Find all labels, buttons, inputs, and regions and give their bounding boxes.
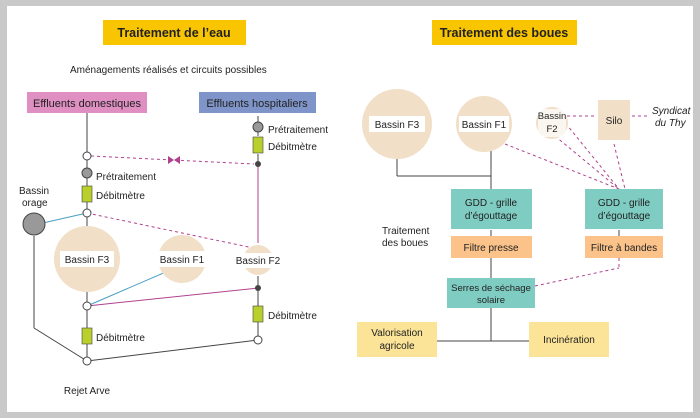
f2-return-line (86, 287, 259, 307)
sludge-treatment-section: Traitement des boues Bassin F3 Bassin F1… (357, 20, 692, 357)
bassin-f2-tag (233, 253, 283, 268)
boue-bassin-f1-label: Bassin F1 (462, 120, 507, 131)
filtre-presse-box (451, 236, 532, 258)
orage-to-rejet (33, 327, 88, 362)
f2-to-rejet (86, 339, 259, 362)
serres-label-2: solaire (477, 295, 505, 306)
debitmetre-dom-icon (81, 185, 93, 203)
distribution-node (82, 208, 92, 218)
filtre-bandes-box (585, 236, 663, 258)
filtre-bandes-label: Filtre à bandes (591, 243, 657, 254)
effluents-hospitaliers-box (199, 92, 316, 113)
bassin-orage-label-2: orage (22, 198, 48, 209)
bassin-orage-icon (22, 212, 46, 236)
boue-bassin-f2-label-2: F2 (546, 124, 557, 135)
junction-dot (255, 161, 261, 167)
junction-node (82, 151, 92, 161)
bassin-f1-tag (157, 251, 207, 267)
debitmetre-bottom-label: Débitmètre (96, 333, 145, 344)
debitmetre-hosp-label: Débitmètre (268, 142, 317, 153)
debitmetre-bottom-icon (81, 327, 93, 345)
incineration-box (529, 322, 609, 357)
silo-box (598, 100, 630, 140)
bassin-f3-tag (60, 251, 114, 267)
debitmetre-right-icon (252, 305, 264, 323)
silo-to-gdd-right (613, 143, 626, 190)
bassin-f3-label: Bassin F3 (65, 255, 110, 266)
gdd-right-box (585, 189, 663, 229)
water-treatment-section: Traitement de l’eau Aménagements réalisé… (19, 20, 328, 397)
filtre-bandes-to-serres (534, 267, 620, 287)
water-title-box (103, 20, 246, 45)
gdd-left-box (451, 189, 532, 229)
sludge-title-box (432, 20, 577, 45)
f2-to-gdd-right (554, 135, 620, 190)
traitement-label-1: Traitement (382, 226, 430, 237)
valorisation-label-2: agricole (379, 341, 414, 352)
f2-to-gdd (557, 113, 620, 190)
valorisation-label-1: Valorisation (371, 328, 423, 339)
pretraitement-dom-icon (81, 167, 93, 179)
boue-bassin-f3-label: Bassin F3 (375, 120, 420, 131)
pretraitement-hosp-label: Prétraitement (268, 125, 328, 136)
debitmetre-right-label: Débitmètre (268, 311, 317, 322)
gdd-right-label-1: GDD - grille (598, 198, 651, 209)
diagram-canvas: Traitement de l’eau Aménagements réalisé… (7, 6, 693, 412)
debitmetre-dom-label: Débitmètre (96, 191, 145, 202)
syndicat-label-1: Syndicat (652, 106, 692, 117)
incineration-label: Incinération (543, 335, 595, 346)
bassin-f1-label: Bassin F1 (160, 255, 205, 266)
syndicat-label-2: du Thy (655, 118, 687, 129)
serres-label-1: Serres de séchage (451, 283, 531, 294)
pretraitement-dom-label: Prétraitement (96, 172, 156, 183)
water-subtitle: Aménagements réalisés et circuits possib… (70, 65, 267, 76)
diagram-svg: Traitement de l’eau Aménagements réalisé… (19, 20, 692, 397)
debitmetre-hosp-icon (252, 136, 264, 154)
dashed-to-f2 (86, 212, 259, 250)
boue-bassin-f2-tag (538, 109, 566, 137)
valve-icon (168, 156, 180, 164)
boue-bassin-f3-tag (369, 116, 425, 132)
bassin-f2-label: Bassin F2 (236, 256, 281, 267)
water-title: Traitement de l’eau (117, 26, 230, 40)
collector-node (82, 301, 92, 311)
bassin-orage-label-1: Bassin (19, 186, 49, 197)
boue-bassin-f1-tag (459, 116, 509, 132)
traitement-label-2: des boues (382, 238, 428, 249)
gdd-left-label-1: GDD - grille (465, 198, 518, 209)
effluents-domestiques-label: Effluents domestiques (33, 98, 142, 110)
sludge-title: Traitement des boues (440, 26, 569, 40)
pretraitement-hosp-icon (252, 121, 264, 133)
junction-dot (255, 285, 261, 291)
filtre-presse-label: Filtre presse (463, 243, 518, 254)
rejet-node (82, 356, 92, 366)
boue-bassin-f2-label-1: Bassin (538, 111, 567, 122)
rejet-label: Rejet Arve (64, 386, 111, 397)
f1-to-gdd-right (504, 143, 620, 190)
outlet-node (253, 335, 263, 345)
serres-box (447, 278, 535, 308)
silo-label: Silo (606, 116, 623, 127)
gdd-left-label-2: d’égouttage (465, 211, 518, 222)
effluents-hospitaliers-label: Effluents hospitaliers (206, 98, 308, 110)
valorisation-box (357, 322, 437, 357)
effluents-domestiques-box (27, 92, 147, 113)
gdd-right-label-2: d’égouttage (598, 211, 651, 222)
